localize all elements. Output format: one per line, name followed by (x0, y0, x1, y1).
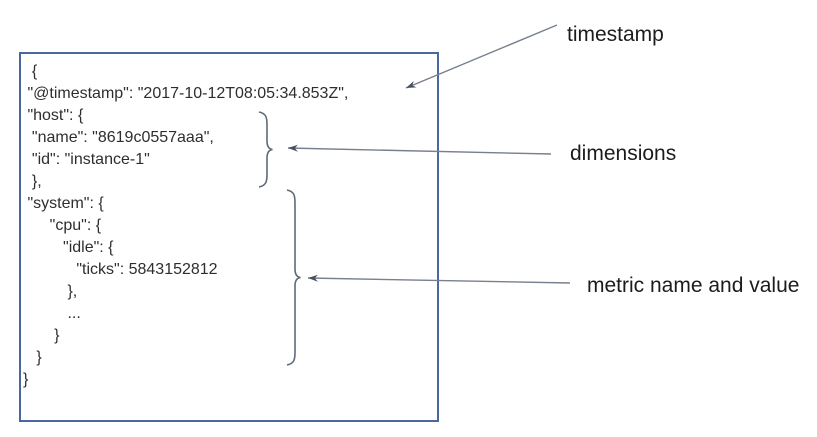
json-code-line: "host": { (23, 107, 84, 124)
annotation-label-metric: metric name and value (587, 274, 800, 297)
json-document-box (19, 52, 439, 422)
json-code-line: "@timestamp": "2017-10-12T08:05:34.853Z"… (23, 85, 349, 102)
json-code-line: } (23, 371, 29, 388)
annotation-label-dimensions: dimensions (570, 142, 677, 165)
json-code-line: }, (23, 173, 42, 190)
annotation-label-timestamp: timestamp (567, 23, 664, 46)
json-code-block: { "@timestamp": "2017-10-12T08:05:34.853… (23, 61, 348, 391)
json-code-line: "name": "8619c0557aaa", (23, 129, 214, 146)
json-code-line: "ticks": 5843152812 (23, 261, 218, 278)
json-code-line: ... (23, 305, 81, 322)
json-code-line: "idle": { (23, 239, 114, 256)
json-code-line: }, (23, 283, 78, 300)
json-code-line: { (23, 63, 38, 80)
json-code-line: } (23, 349, 42, 366)
json-code-line: "cpu": { (23, 217, 102, 234)
json-code-line: } (23, 327, 60, 344)
json-code-line: "id": "instance-1" (23, 151, 150, 168)
json-code-line: "system": { (23, 195, 104, 212)
